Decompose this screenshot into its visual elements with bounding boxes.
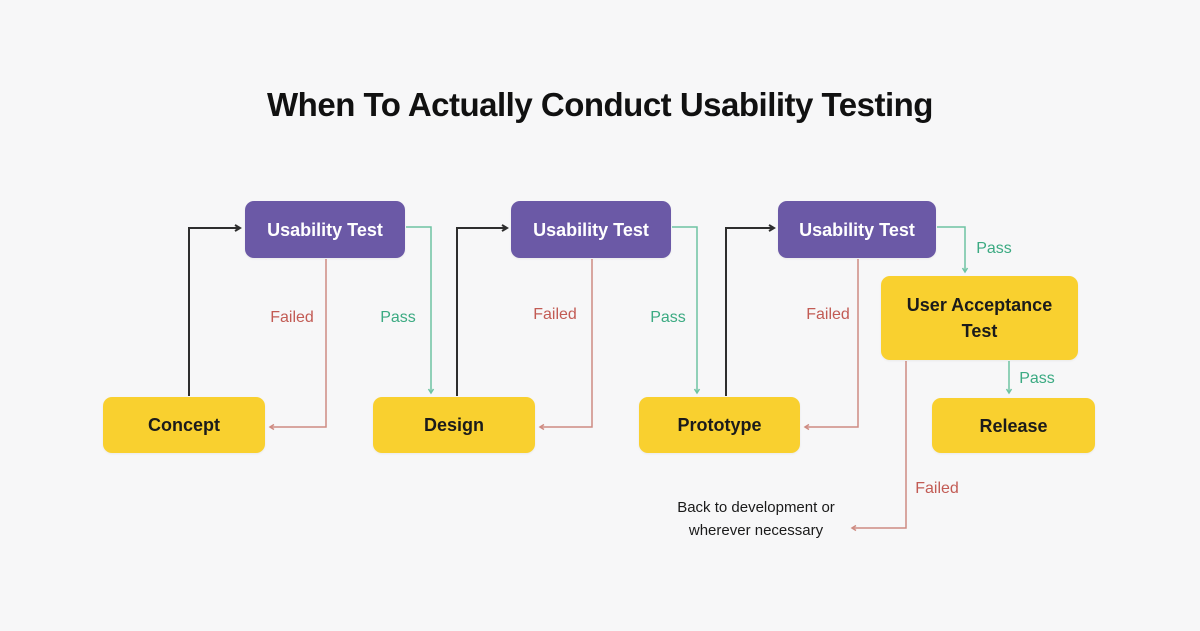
note-back-to-development: Back to development or wherever necessar… [646, 496, 866, 542]
edge-label-failed-1: Failed [270, 309, 314, 326]
edge-label-pass-2: Pass [650, 309, 686, 326]
note-line-2: wherever necessary [688, 522, 824, 539]
edge-label-pass-1: Pass [380, 309, 416, 326]
node-prototype: Prototype [639, 397, 800, 453]
node-usability-test-1: Usability Test [245, 201, 405, 258]
edge-label-pass-3: Pass [976, 240, 1012, 257]
arrow-design-to-usability-test-2 [456, 224, 509, 396]
note-line-1: Back to development or [677, 499, 835, 516]
arrow-pass-test-3-to-uat [937, 226, 969, 274]
node-concept: Concept [103, 397, 265, 453]
node-usability-test-2: Usability Test [511, 201, 671, 258]
arrow-prototype-to-usability-test-3 [725, 224, 776, 396]
arrow-failed-test-2-to-design [538, 259, 593, 431]
edge-label-failed-4: Failed [915, 480, 959, 497]
edge-label-pass-4: Pass [1019, 370, 1055, 387]
node-release: Release [932, 398, 1095, 453]
node-usability-test-3: Usability Test [778, 201, 936, 258]
node-user-acceptance-test: User Acceptance Test [881, 276, 1078, 360]
edge-label-failed-2: Failed [533, 306, 577, 323]
page-title: When To Actually Conduct Usability Testi… [267, 86, 933, 123]
arrow-failed-test-1-to-concept [268, 259, 327, 431]
arrow-failed-test-3-to-prototype [803, 259, 859, 431]
node-design: Design [373, 397, 535, 453]
arrow-concept-to-usability-test-1 [188, 224, 242, 396]
edge-label-failed-3: Failed [806, 306, 850, 323]
